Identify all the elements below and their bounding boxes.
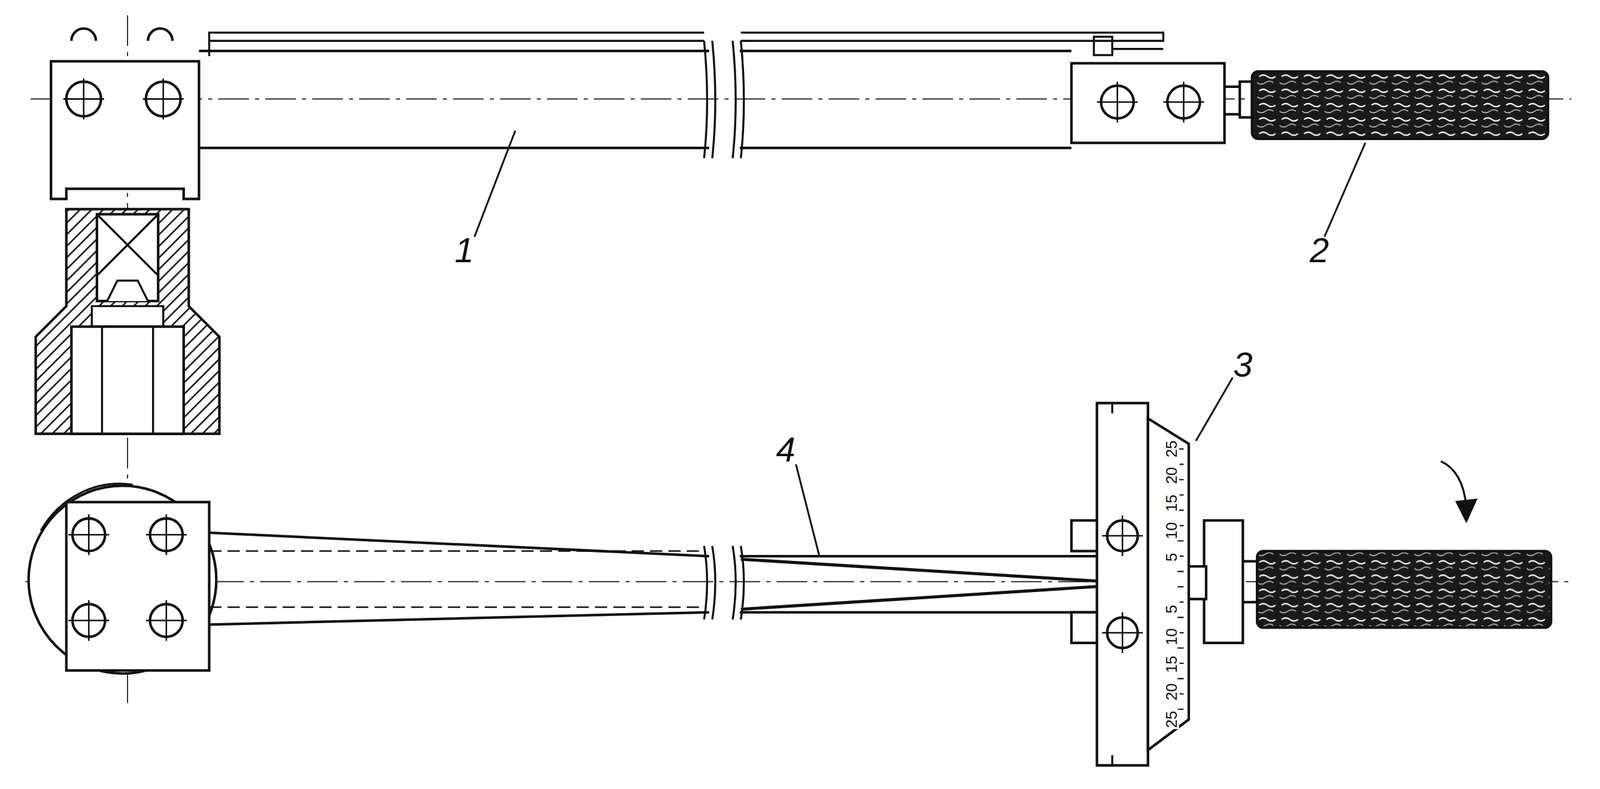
- scale-number: 15: [1163, 654, 1180, 674]
- scale-number: 10: [1163, 521, 1180, 541]
- callout-number: 2: [1309, 232, 1329, 268]
- scale-number: 20: [1163, 465, 1180, 485]
- scale-number: 10: [1163, 627, 1180, 647]
- scale-number: 20: [1163, 682, 1180, 702]
- scale-number: 5: [1163, 603, 1180, 615]
- scale-number: 25: [1163, 439, 1180, 459]
- callout-number: 3: [1233, 347, 1253, 382]
- scale-number: 5: [1163, 551, 1180, 563]
- scale-number: 15: [1163, 493, 1180, 513]
- scale-number: 25: [1163, 709, 1180, 730]
- callout-number: 1: [454, 232, 475, 268]
- callout-number: 4: [776, 431, 796, 467]
